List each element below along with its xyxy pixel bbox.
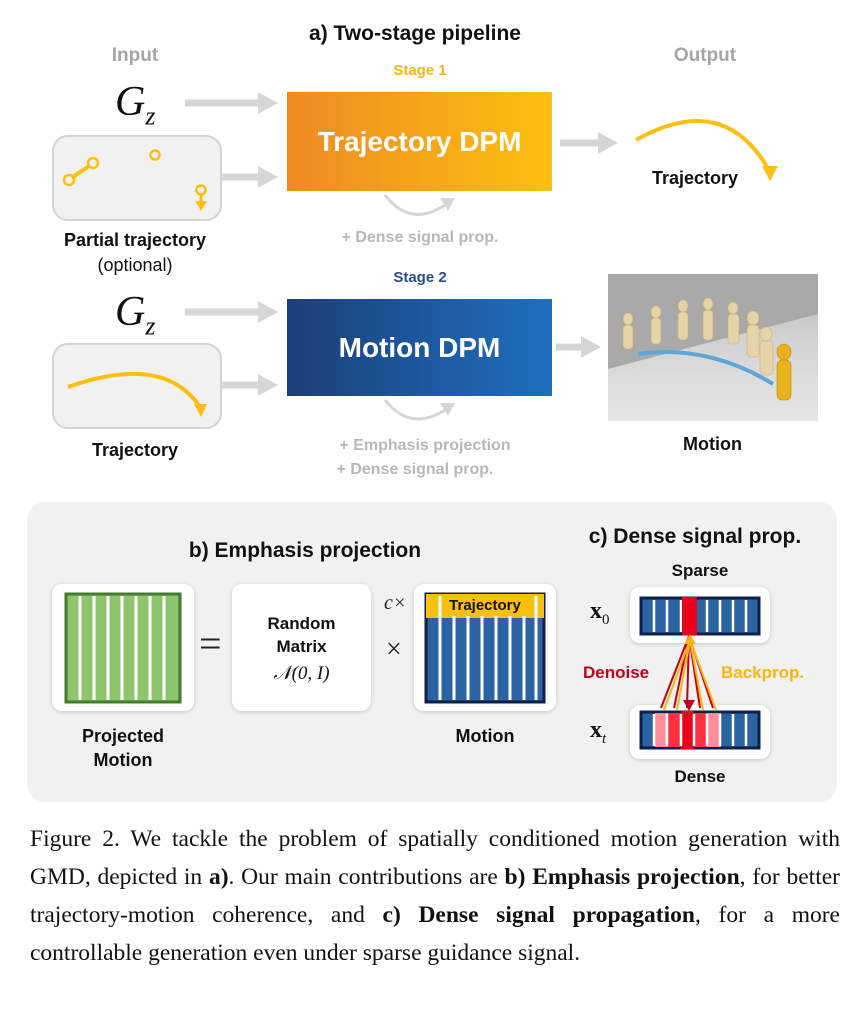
dense-signal-diagram: [639, 596, 761, 750]
blue-matrix-icon: [424, 592, 546, 704]
random-label-1: Random: [267, 614, 336, 633]
projected-label-1: Projected: [81, 726, 165, 746]
random-matrix-card: [232, 584, 371, 711]
c-times: c×: [384, 592, 407, 614]
panel-a-arrows: [185, 92, 778, 421]
projected-motion-card: [52, 584, 194, 711]
partial-trajectory-label: Partial trajectory: [63, 230, 207, 250]
normal-distribution: 𝒩(0, I): [273, 663, 330, 684]
panel-c-title: c) Dense signal prop.: [588, 525, 802, 548]
partial-trajectory-card: [52, 135, 222, 221]
stage2-label: Stage 2: [393, 269, 447, 286]
xt-label: xt: [590, 717, 607, 747]
stage1-label: Stage 1: [393, 62, 447, 79]
panel-b-title: b) Emphasis projection: [188, 539, 422, 562]
output-header: Output: [673, 45, 737, 66]
dense-label: Dense: [674, 767, 726, 786]
motion-output-label: Motion: [683, 434, 742, 454]
figure-caption: Figure 2. We tackle the problem of spati…: [30, 826, 840, 966]
trajectory-input-card: [52, 343, 222, 429]
panel-a-title: a) Two-stage pipeline: [309, 22, 521, 45]
projected-label-2: Motion: [93, 750, 153, 770]
trajectory-output-label: Trajectory: [651, 168, 739, 188]
green-matrix-icon: [64, 592, 182, 704]
motion-matrix-card: [414, 584, 556, 711]
stage2-loop-note-1: + Emphasis projection: [339, 437, 511, 454]
stage2-loop-note-2: + Dense signal prop.: [336, 461, 494, 478]
random-label-2: Matrix: [276, 637, 327, 656]
gz-stage2: Gz: [115, 289, 156, 341]
equals-sign: =: [199, 621, 222, 666]
trajectory-tag: Trajectory: [449, 597, 521, 614]
motion-matrix-label: Motion: [455, 726, 515, 746]
input-header: Input: [111, 45, 159, 66]
motion-render-image: [608, 274, 818, 421]
denoise-label: Denoise: [583, 663, 650, 682]
trajectory-curve-icon: [67, 371, 207, 417]
optional-label: (optional): [97, 255, 173, 275]
trajectory-dpm-block: Trajectory DPM: [287, 92, 552, 191]
motion-dpm-block: Motion DPM: [287, 299, 552, 396]
gz-stage1: Gz: [115, 79, 156, 131]
trajectory-input-label: Trajectory: [91, 440, 179, 460]
sparse-label: Sparse: [671, 561, 729, 580]
stage1-loop-note: + Dense signal prop.: [341, 229, 499, 246]
partial-trajectory-icon: [62, 149, 207, 211]
x0-label: x0: [590, 598, 610, 628]
trajectory-output-curve: [635, 119, 772, 173]
times-sign: ×: [386, 634, 402, 665]
backprop-label: Backprop.: [721, 663, 805, 682]
